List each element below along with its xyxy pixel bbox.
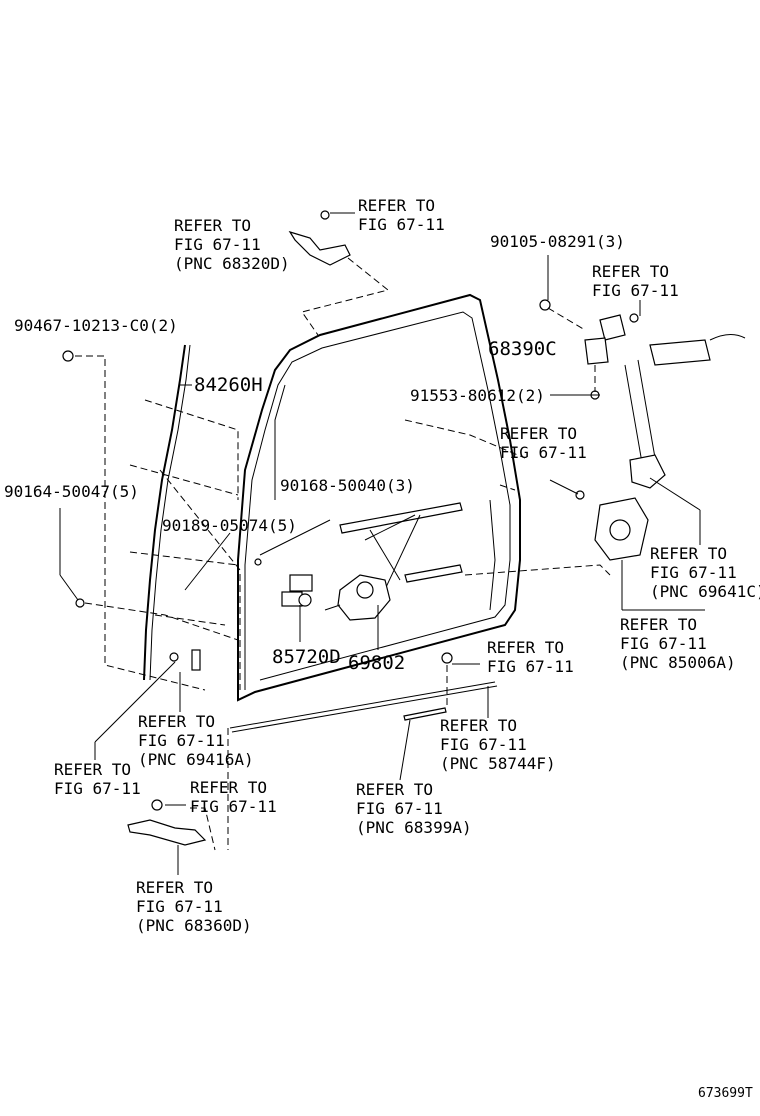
door-frame-icon xyxy=(237,293,521,702)
part-69802-label[interactable]: 69802 xyxy=(348,652,406,674)
part-84260h-label[interactable]: 84260H xyxy=(194,374,263,396)
refer-right-top-label[interactable]: REFER TO FIG 67-11 xyxy=(592,262,679,300)
right-regulator-icon xyxy=(584,314,746,561)
refer-left-low-label[interactable]: REFER TO FIG 67-11 xyxy=(54,760,141,798)
part-90168-label[interactable]: 90168-50040(3) xyxy=(280,476,415,495)
figure-id-label: 673699T xyxy=(698,1086,753,1101)
part-90105-label[interactable]: 90105-08291(3) xyxy=(490,232,625,251)
refer-68360d-label[interactable]: REFER TO FIG 67-11 (PNC 68360D) xyxy=(136,878,252,935)
refer-85006a-label[interactable]: REFER TO FIG 67-11 (PNC 85006A) xyxy=(620,615,736,672)
leader-lines xyxy=(59,212,705,875)
part-91553-label[interactable]: 91553-80612(2) xyxy=(410,386,545,405)
door-rods-icon xyxy=(229,681,498,733)
upper-hinge-icon xyxy=(288,210,351,266)
part-90164-label[interactable]: 90164-50047(5) xyxy=(4,482,139,501)
refer-bottom-mid-label[interactable]: REFER TO FIG 67-11 xyxy=(487,638,574,676)
power-window-motor-icon xyxy=(281,574,313,607)
part-90189-label[interactable]: 90189-05074(5) xyxy=(162,516,297,535)
dashed-reference-lines xyxy=(75,257,611,851)
refer-68320d-label[interactable]: REFER TO FIG 67-11 (PNC 68320D) xyxy=(174,216,290,273)
window-regulator-icon xyxy=(337,502,463,621)
part-85720d-label[interactable]: 85720D xyxy=(272,646,341,668)
refer-hinge-top-label[interactable]: REFER TO FIG 67-11 xyxy=(190,778,277,816)
part-68390c-label[interactable]: 68390C xyxy=(488,338,557,360)
refer-mid-right-label[interactable]: REFER TO FIG 67-11 xyxy=(500,424,587,462)
refer-58744f-label[interactable]: REFER TO FIG 67-11 (PNC 58744F) xyxy=(440,716,556,773)
refer-69641c-label[interactable]: REFER TO FIG 67-11 (PNC 69641C) xyxy=(650,544,760,601)
glass-run-channel-icon xyxy=(143,344,191,681)
refer-68399a-label[interactable]: REFER TO FIG 67-11 (PNC 68399A) xyxy=(356,780,472,837)
part-90467-label[interactable]: 90467-10213-C0(2) xyxy=(14,316,178,335)
refer-69416a-label[interactable]: REFER TO FIG 67-11 (PNC 69416A) xyxy=(138,712,254,769)
refer-top-center-label[interactable]: REFER TO FIG 67-11 xyxy=(358,196,445,234)
lower-hinge-icon xyxy=(127,799,207,846)
